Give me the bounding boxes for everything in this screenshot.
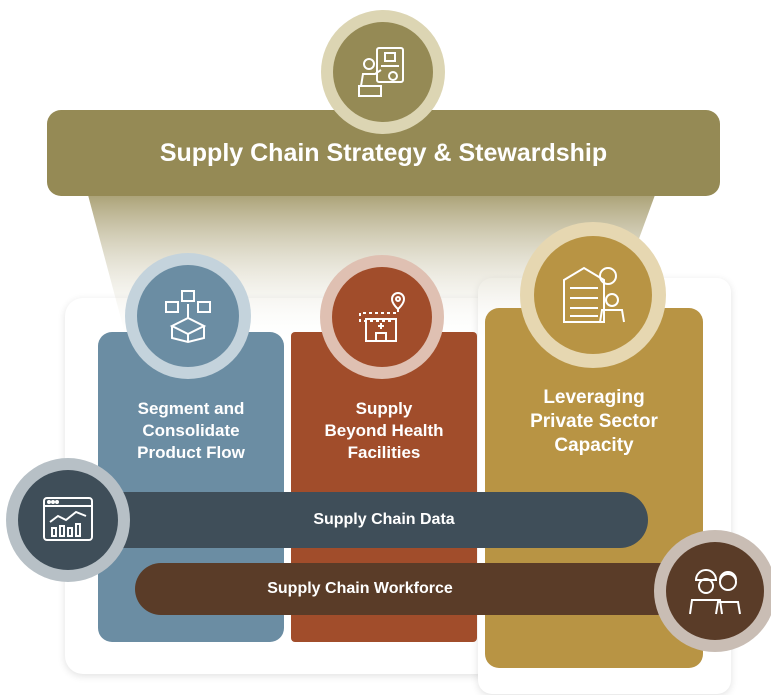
boxes-consolidate-icon: [125, 253, 251, 379]
facility-route-icon: [320, 255, 444, 379]
warehouse-worker-icon: [520, 222, 666, 368]
supply-chain-workforce-bar: Supply Chain Workforce: [135, 563, 705, 615]
pillar-label: Supply Beyond Health Facilities: [324, 399, 444, 462]
pillar-label: Leveraging Private Sector Capacity: [530, 387, 658, 456]
pillar-label: Segment and Consolidate Product Flow: [137, 399, 245, 462]
workers-team-icon: [654, 530, 771, 652]
strategy-presenter-icon: [321, 10, 445, 134]
pillar-segment-consolidate: Segment and Consolidate Product Flow: [98, 332, 284, 642]
analytics-dashboard-icon: [6, 458, 130, 582]
supply-chain-data-bar: Supply Chain Data: [90, 492, 648, 548]
